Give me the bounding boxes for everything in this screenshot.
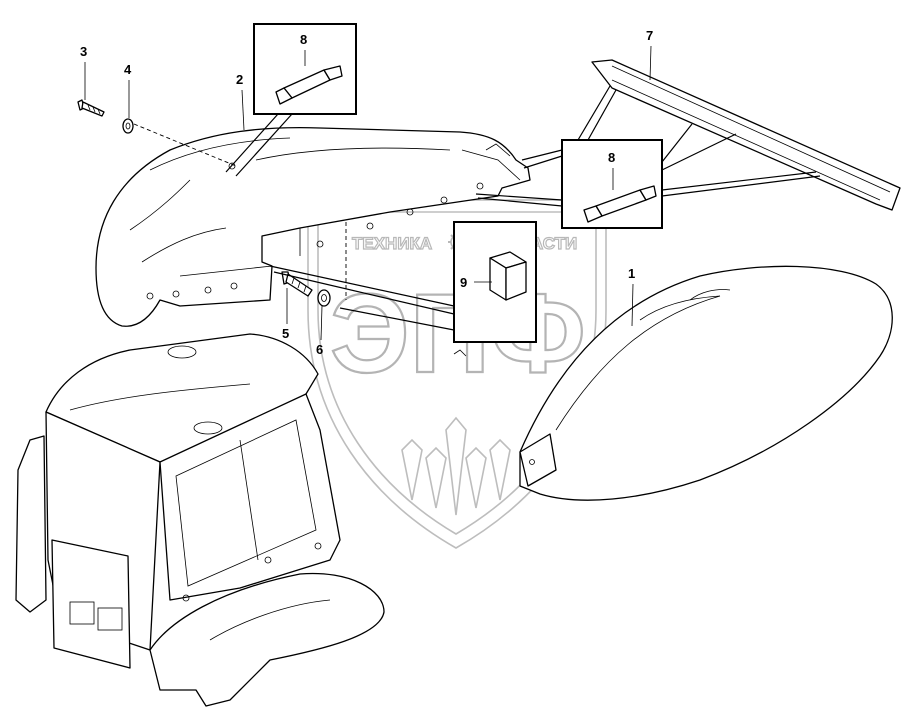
sealant-tube-icon <box>583 185 657 223</box>
leaders-9 <box>269 265 455 331</box>
washer-part-4 <box>122 118 134 134</box>
washer-axis-line <box>133 123 237 167</box>
svg-text:5: 5 <box>282 326 289 341</box>
svg-text:8: 8 <box>608 150 615 165</box>
bolt-part-3 <box>77 99 105 117</box>
callout-7: 7 <box>646 28 653 81</box>
washer-part-6 <box>317 289 331 307</box>
leader-8-top-b <box>235 113 293 177</box>
strip-part-7 <box>591 59 901 211</box>
callout-9: 9 <box>460 275 467 290</box>
cover-holes <box>146 162 484 300</box>
callout-6: 6 <box>316 305 323 357</box>
callout-8-top: 8 <box>300 32 307 66</box>
callout-8-right: 8 <box>608 150 615 190</box>
callout-box-9 <box>453 221 537 343</box>
watermark-brand-left: ТЕХНИКА <box>352 234 432 253</box>
svg-text:8: 8 <box>300 32 307 47</box>
svg-text:2: 2 <box>236 72 243 87</box>
mark-near-9 <box>453 349 467 357</box>
svg-text:4: 4 <box>124 62 132 77</box>
upper-cover-part-2 <box>95 127 531 327</box>
callout-box-8-top <box>253 23 357 115</box>
leaders-8-right <box>475 85 821 207</box>
leader-8-top-a <box>225 113 279 173</box>
fender-part-1 <box>519 265 893 501</box>
callout-4: 4 <box>124 62 132 118</box>
svg-text:3: 3 <box>80 44 87 59</box>
svg-text:6: 6 <box>316 342 323 357</box>
callout-2: 2 <box>236 72 245 131</box>
callout-1: 1 <box>628 266 635 327</box>
tractor-cabin <box>15 333 385 707</box>
watermark-wheat <box>401 416 511 516</box>
svg-text:1: 1 <box>628 266 635 281</box>
svg-text:9: 9 <box>460 275 467 290</box>
callout-5: 5 <box>282 288 289 341</box>
svg-text:7: 7 <box>646 28 653 43</box>
callout-3: 3 <box>80 44 87 100</box>
seal-block-icon <box>489 251 527 301</box>
sealant-tube-icon <box>275 65 343 105</box>
callout-box-8-right <box>561 139 663 229</box>
